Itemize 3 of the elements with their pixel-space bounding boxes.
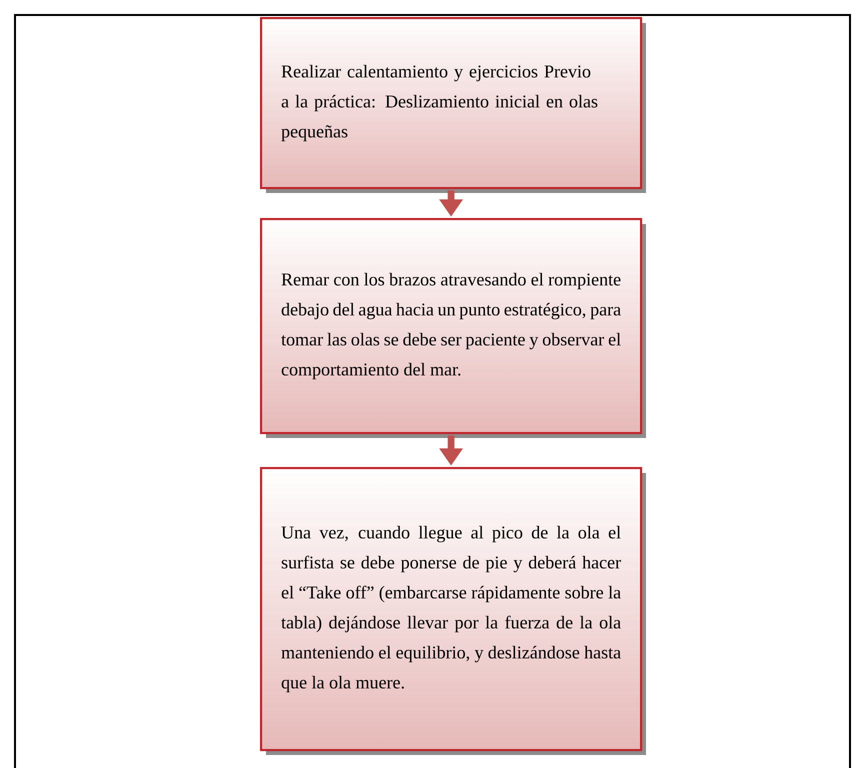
process-box: Una vez, cuando llegue al pico de la ola el surfista se debe ponerse de pie y deberá hacer el “Take off” (embarcarse rápidamente sobre la tabla) dejándose llevar por la fuerza de la ola manteniendo el equilibrio, y deslizándose hasta que la ola muere.: [260, 467, 642, 752]
process-box: Realizar calentamiento y ejercicios Previo a la práctica: Deslizamiento inicial en olas pequeñas: [260, 17, 642, 190]
process-box: Remar con los brazos atravesando el rompiente debajo del agua hacia un punto estratégico, para tomar las olas se debe ser paciente y observar el comportamiento del mar.: [260, 218, 642, 434]
